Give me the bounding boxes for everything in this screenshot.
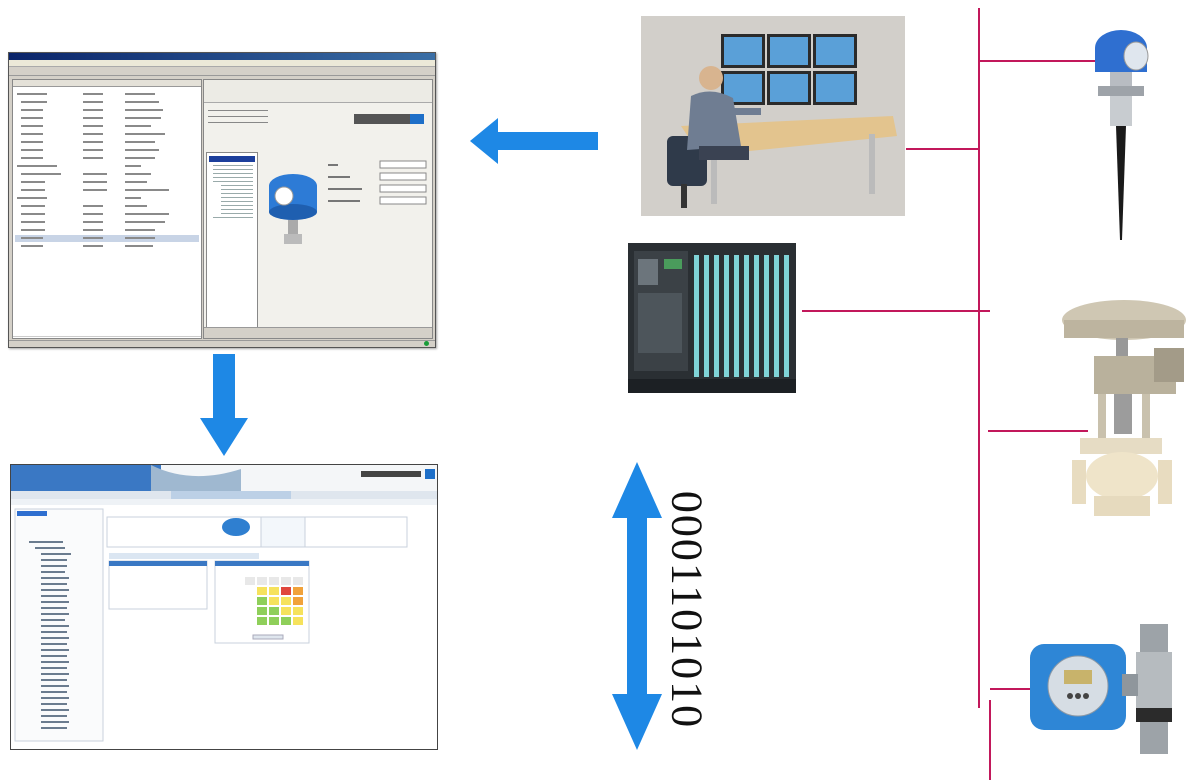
binary-digits: 0001101010: [662, 490, 712, 730]
flowmeter-device: [1030, 624, 1172, 754]
level-sensor-device: [1095, 30, 1149, 240]
plc-controller-photo: [628, 243, 796, 393]
arrow-left-icon: [470, 118, 598, 164]
fieldbus-lower-line: [989, 700, 991, 780]
endress-hauser-logo: [354, 114, 424, 124]
config-software-screenshot: [8, 52, 436, 348]
device-detail-pane: [203, 79, 433, 339]
transmitter-image: [269, 174, 317, 244]
device-list-rows: [13, 93, 201, 338]
parameter-fields: [328, 160, 427, 205]
arrow-down-icon: [200, 354, 248, 456]
asset-management-screenshot: [10, 464, 438, 750]
control-valve-device: [1062, 300, 1186, 516]
screenshot-toolbar: [9, 67, 435, 76]
fieldbus-main-line: [978, 8, 980, 708]
parameter-tree: [206, 152, 258, 334]
screenshot-menubar: [9, 60, 435, 67]
fieldbus-to-flowmeter-line: [990, 688, 1034, 690]
fieldbus-to-plc-line: [802, 310, 990, 312]
screenshot-titlebar: [9, 53, 435, 60]
arrow-updown-icon: [612, 462, 662, 750]
binary-signal-text: 0001101010: [612, 470, 762, 750]
fieldbus-to-controlroom-line: [906, 148, 980, 150]
control-room-photo: [641, 16, 905, 216]
device-list-pane: [12, 79, 202, 339]
fieldbus-to-level-sensor-line: [980, 60, 1100, 62]
fieldbus-to-valve-line: [988, 430, 1088, 432]
